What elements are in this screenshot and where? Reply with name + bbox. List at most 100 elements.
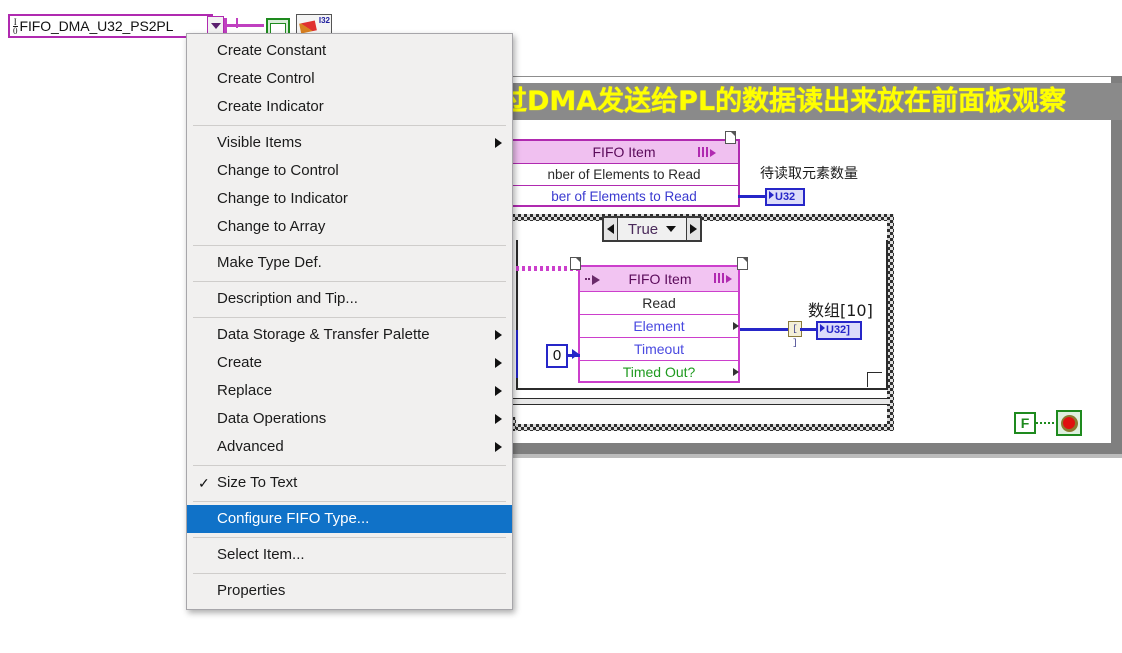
- menu-item-data-operations[interactable]: Data Operations: [187, 405, 512, 433]
- menu-item-configure-fifo-type[interactable]: Configure FIFO Type...: [187, 505, 512, 533]
- menu-item-change-to-array[interactable]: Change to Array: [187, 213, 512, 241]
- comment-banner-text: 过DMA发送给PL的数据读出来放在前面板观察: [500, 86, 1067, 117]
- menu-item-label: Description and Tip...: [217, 290, 358, 307]
- triangle-right-icon: [690, 224, 697, 234]
- output-tick-icon: [733, 322, 739, 330]
- menu-separator: [193, 281, 506, 282]
- array-bracket: ]: [846, 324, 850, 336]
- stop-button-icon[interactable]: [1056, 410, 1082, 436]
- fifo-node-top[interactable]: FIFO Item nber of Elements to Read ber o…: [508, 131, 740, 207]
- menu-item-select-item[interactable]: Select Item...: [187, 541, 512, 569]
- fifo-read-row-timed-out-label: Timed Out?: [622, 364, 696, 380]
- wire-left-vertical: [516, 330, 518, 378]
- wire-pink-horizontal: [224, 24, 264, 27]
- menu-item-create-control[interactable]: Create Control: [187, 65, 512, 93]
- fifo-reference-terminal[interactable]: I 0 FIFO_DMA_U32_PS2PL: [8, 14, 213, 38]
- case-selector[interactable]: True: [602, 216, 702, 242]
- menu-item-properties[interactable]: Properties: [187, 577, 512, 605]
- menu-item-label: Select Item...: [217, 546, 305, 563]
- fraction-numerator: I: [13, 16, 17, 27]
- menu-separator: [193, 537, 506, 538]
- menu-separator: [193, 125, 506, 126]
- menu-item-make-type-def[interactable]: Make Type Def.: [187, 249, 512, 277]
- chevron-right-icon: [495, 138, 502, 148]
- wire-pink-vertical: [224, 18, 227, 36]
- menu-separator: [193, 573, 506, 574]
- menu-item-label: Change to Control: [217, 162, 339, 179]
- menu-item-label: Data Storage & Transfer Palette: [217, 326, 430, 343]
- timeout-constant[interactable]: 0: [546, 344, 568, 368]
- check-icon: ✓: [198, 475, 210, 491]
- chevron-down-icon: [666, 226, 677, 232]
- menu-item-create[interactable]: Create: [187, 349, 512, 377]
- fifo-read-node-title: FIFO Item: [628, 271, 692, 287]
- menu-separator: [193, 317, 506, 318]
- while-loop-border-right: [887, 214, 894, 431]
- chevron-right-icon: [495, 330, 502, 340]
- menu-item-label: Visible Items: [217, 134, 302, 151]
- menu-item-description-and-tip[interactable]: Description and Tip...: [187, 285, 512, 313]
- menu-item-label: Properties: [217, 582, 286, 599]
- wire-element-right: [800, 328, 822, 331]
- fifo-read-row-element: Element: [580, 315, 739, 338]
- menu-item-label: Data Operations: [217, 410, 327, 427]
- i32-type-label: I32: [318, 16, 330, 25]
- fifo-icon: [714, 272, 732, 284]
- fifo-node-top-header: FIFO Item: [510, 131, 738, 164]
- wire-element-left: [740, 328, 788, 331]
- menu-separator: [193, 465, 506, 466]
- menu-item-change-to-indicator[interactable]: Change to Indicator: [187, 185, 512, 213]
- num-elements-label: 待读取元素数量: [760, 166, 858, 182]
- case-selector-value-wrap[interactable]: True: [618, 221, 686, 238]
- num-elements-type: U32: [775, 191, 796, 203]
- arrow-right-icon: [592, 275, 600, 285]
- wire-pink-stub: [236, 18, 238, 28]
- chevron-right-icon: [495, 386, 502, 396]
- fifo-reference-label: FIFO_DMA_U32_PS2PL: [19, 18, 174, 34]
- dogear-icon: [725, 131, 736, 144]
- menu-item-create-indicator[interactable]: Create Indicator: [187, 93, 512, 121]
- num-elements-control[interactable]: U32: [765, 188, 805, 206]
- menu-item-label: Make Type Def.: [217, 254, 322, 271]
- case-selector-value: True: [627, 220, 659, 238]
- menu-item-advanced[interactable]: Advanced: [187, 433, 512, 461]
- fifo-read-node-header: FIFO Item: [570, 257, 748, 292]
- case-prev-button[interactable]: [604, 218, 618, 240]
- case-structure-body: [516, 240, 888, 390]
- menu-item-label: Create: [217, 354, 263, 371]
- array-indicator[interactable]: U32]: [816, 321, 862, 340]
- menu-item-change-to-control[interactable]: Change to Control: [187, 157, 512, 185]
- array-indicator-label: 数组[10]: [808, 301, 873, 320]
- fraction-glyph: I 0: [13, 16, 18, 35]
- array-indicator-type: U32: [826, 324, 847, 336]
- fifo-read-row-read: Read: [580, 292, 738, 315]
- menu-item-replace[interactable]: Replace: [187, 377, 512, 405]
- fifo-node-top-row-1: ber of Elements to Read: [551, 189, 697, 204]
- menu-item-size-to-text[interactable]: ✓Size To Text: [187, 469, 512, 497]
- stop-button-ring: [1060, 414, 1078, 432]
- window-frame-right: [1111, 76, 1122, 454]
- fifo-read-row-timed-out: Timed Out?: [580, 361, 739, 383]
- menu-item-create-constant[interactable]: Create Constant: [187, 37, 512, 65]
- chevron-right-icon: [495, 358, 502, 368]
- dogear-right-icon: [737, 257, 748, 270]
- stop-button-dot: [1063, 417, 1075, 429]
- menu-item-visible-items[interactable]: Visible Items: [187, 129, 512, 157]
- false-constant[interactable]: F: [1014, 412, 1036, 434]
- fifo-read-node[interactable]: FIFO Item Read Element Timeout Timed Out…: [570, 257, 748, 383]
- menu-item-label: Create Control: [217, 70, 315, 87]
- wire-timeout-tick-icon: [572, 349, 579, 359]
- menu-item-label: Create Constant: [217, 42, 327, 59]
- dotted-line-icon: [585, 278, 591, 280]
- while-loop-border-bottom: [509, 424, 894, 431]
- menu-item-data-storage-transfer-palette[interactable]: Data Storage & Transfer Palette: [187, 321, 512, 349]
- menu-separator: [193, 501, 506, 502]
- terminal-arrow-icon: [820, 324, 825, 332]
- menu-item-label: Change to Array: [217, 218, 326, 235]
- case-next-button[interactable]: [686, 218, 700, 240]
- fifo-node-top-row-0: nber of Elements to Read: [510, 164, 738, 186]
- menu-item-label: Configure FIFO Type...: [217, 510, 370, 527]
- fifo-icon: [698, 146, 716, 158]
- terminal-arrow-icon: [769, 191, 774, 199]
